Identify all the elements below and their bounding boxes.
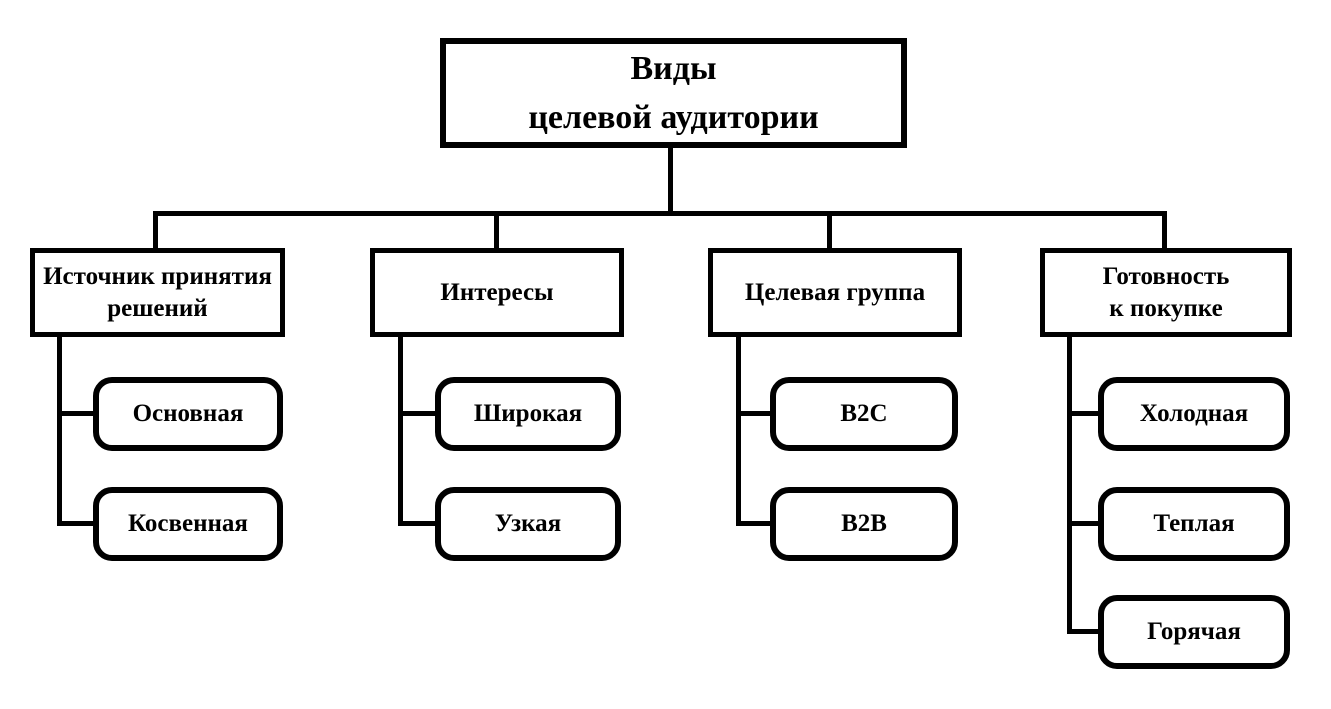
connector-branch3-vertical: [736, 335, 741, 526]
connector-branch4-stub3: [1067, 629, 1102, 634]
connector-branch1-stub1: [57, 411, 97, 416]
connector-branch4-drop: [1162, 211, 1167, 251]
connector-branch2-drop: [494, 211, 499, 251]
branch-interests: Интересы: [370, 248, 624, 337]
leaf-cold: Холодная: [1098, 377, 1290, 451]
leaf-b2b: B2B: [770, 487, 958, 561]
leaf-b2c: B2C: [770, 377, 958, 451]
root-node: Виды целевой аудитории: [440, 38, 907, 148]
connector-branch1-stub2: [57, 521, 97, 526]
connector-branch3-drop: [827, 211, 832, 251]
leaf-warm: Теплая: [1098, 487, 1290, 561]
connector-branch4-stub1: [1067, 411, 1102, 416]
leaf-primary: Основная: [93, 377, 283, 451]
connector-branch3-stub2: [736, 521, 774, 526]
branch-decision-source: Источник принятия решений: [30, 248, 285, 337]
leaf-indirect: Косвенная: [93, 487, 283, 561]
connector-branch4-vertical: [1067, 335, 1072, 634]
branch-purchase-readiness: Готовность к покупке: [1040, 248, 1292, 337]
leaf-narrow: Узкая: [435, 487, 621, 561]
connector-horizontal-bus: [153, 211, 1167, 216]
connector-branch2-vertical: [398, 335, 403, 526]
connector-root-drop: [668, 144, 673, 214]
connector-branch2-stub2: [398, 521, 439, 526]
branch-target-group: Целевая группа: [708, 248, 962, 337]
connector-branch4-stub2: [1067, 521, 1102, 526]
connector-branch2-stub1: [398, 411, 439, 416]
leaf-hot: Горячая: [1098, 595, 1290, 669]
connector-branch1-vertical: [57, 335, 62, 526]
connector-branch3-stub1: [736, 411, 774, 416]
leaf-broad: Широкая: [435, 377, 621, 451]
connector-branch1-drop: [153, 211, 158, 251]
